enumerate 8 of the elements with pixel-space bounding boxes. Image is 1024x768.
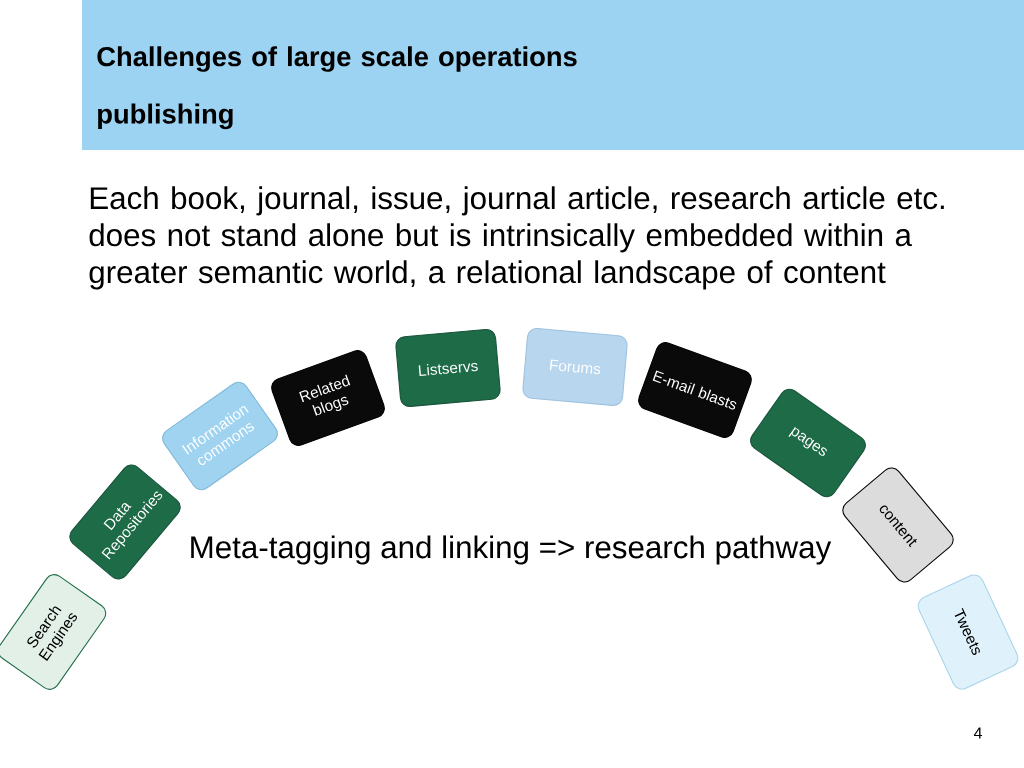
slide-title: Challenges of large scale operations publishing xyxy=(97,46,577,130)
category-tile: Tweets xyxy=(917,574,1019,690)
page-number: 4 xyxy=(973,727,982,739)
body-text: Each book, journal, issue, journal article, research article etc. does not stand alone but is intrinsically embedded within a greater semantic world, a relational landscape of content xyxy=(89,186,944,290)
center-statement: Meta-tagging and linking => research pathway xyxy=(191,535,832,565)
category-tile: Forums xyxy=(522,328,628,406)
category-tile: Listservs xyxy=(395,329,501,407)
category-tile: E-mail blasts xyxy=(638,342,752,438)
